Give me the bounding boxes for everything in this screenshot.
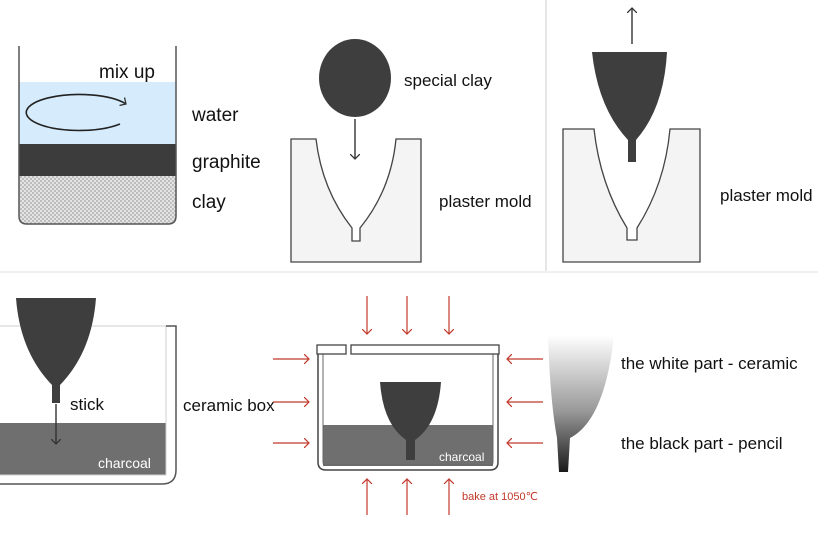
bake-temperature-label: bake at 1050℃ (462, 491, 538, 503)
panel-ceramic-box: stick ceramic box charcoal (0, 298, 275, 485)
ceramic-box-outline (317, 354, 499, 471)
panel-mix-beaker: mix up water graphite clay (18, 46, 261, 225)
plaster-mold (562, 128, 701, 263)
special-clay-ball (319, 39, 391, 117)
panel-baking: charcoal bake at 1050℃ (273, 296, 543, 515)
graphite-label: graphite (192, 152, 261, 173)
white-part-label: the white part - ceramic (621, 354, 798, 373)
ceramic-box-outline (0, 325, 177, 485)
panel-clay-into-mold: special clay plaster mold (290, 39, 532, 263)
ceramic-box-label: ceramic box (183, 396, 275, 415)
clay-layer (19, 176, 176, 224)
black-part-label: the black part - pencil (621, 434, 783, 453)
plaster-mold-label: plaster mold (720, 186, 813, 205)
clay-label: clay (192, 192, 226, 213)
lid-left (316, 344, 347, 355)
water-layer (19, 82, 176, 144)
special-clay-label: special clay (404, 71, 492, 90)
cone-stick (380, 382, 441, 460)
charcoal-label: charcoal (439, 450, 484, 464)
beaker-outline (18, 46, 177, 225)
molded-cone (592, 52, 667, 162)
panel-shape-from-mold: plaster mold (562, 8, 813, 263)
charcoal-layer (0, 423, 166, 475)
plaster-mold-label: plaster mold (439, 192, 532, 211)
plaster-mold (290, 138, 422, 263)
water-label: water (191, 105, 239, 126)
box-inner-wall (322, 354, 494, 466)
stick-label: stick (70, 395, 105, 414)
charcoal-label: charcoal (98, 455, 151, 471)
graphite-layer (19, 144, 176, 176)
mix-up-label: mix up (99, 62, 155, 83)
stirring-arrow-icon (25, 93, 126, 132)
finished-ceramic-pencil (548, 335, 614, 472)
lid-right (350, 344, 500, 355)
cone-stick (16, 298, 96, 403)
panel-result: the white part - ceramic the black part … (548, 335, 798, 472)
